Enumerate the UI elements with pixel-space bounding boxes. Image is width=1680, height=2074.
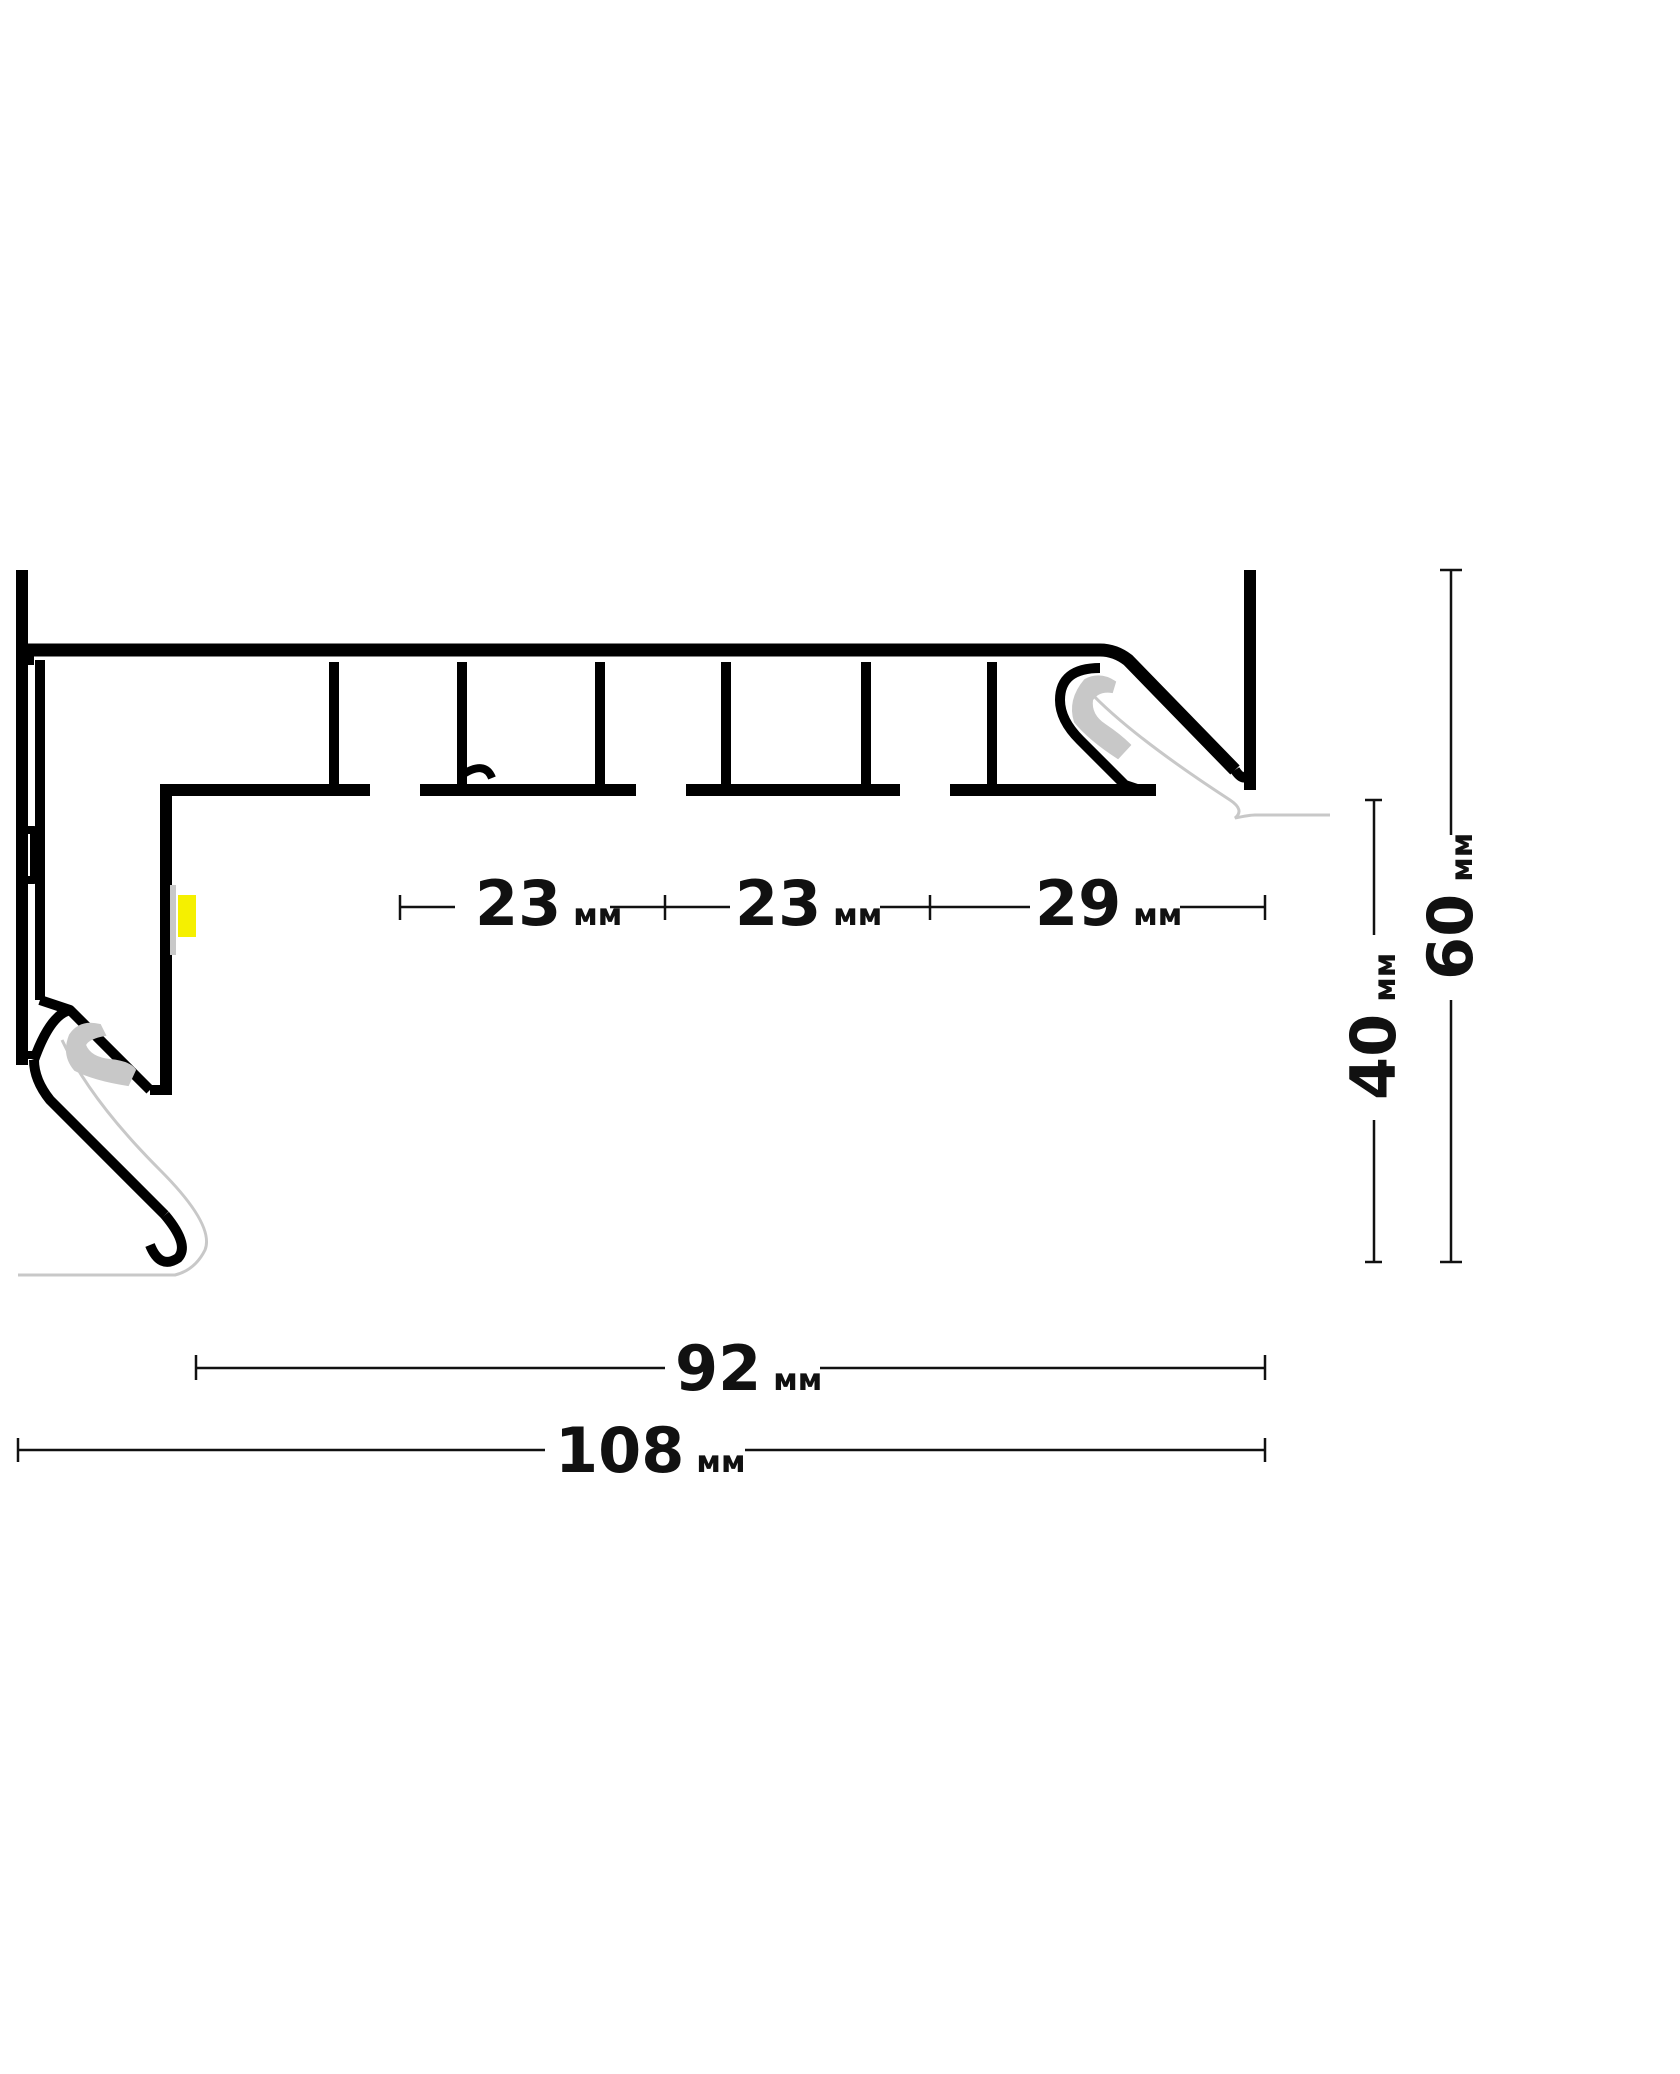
led-pcb [170, 885, 176, 955]
left-diffuser [65, 1022, 137, 1087]
bottom-left-hook [145, 1211, 187, 1267]
right-diffuser-holder [1055, 663, 1142, 795]
diffusers [18, 675, 1330, 1277]
bottom-left-top-curve [29, 1005, 72, 1062]
right-wall-tip [1230, 767, 1255, 783]
left-wall-top-lip [17, 570, 34, 665]
right-diffuser [1072, 675, 1132, 760]
left-wall-notch [22, 826, 38, 884]
led-chip [178, 895, 196, 937]
rib-hook [459, 764, 496, 780]
right-diffuser-lens [1086, 688, 1330, 820]
height-total-label: 60мм [1414, 833, 1487, 980]
bottom-left-diagonal [29, 1059, 169, 1219]
led-strip [170, 885, 196, 955]
top-plate [22, 643, 1240, 775]
left-diffuser-lens [18, 1039, 208, 1277]
height-inner-label: 40мм [1337, 953, 1410, 1100]
dimension-lines [16, 568, 1462, 1462]
